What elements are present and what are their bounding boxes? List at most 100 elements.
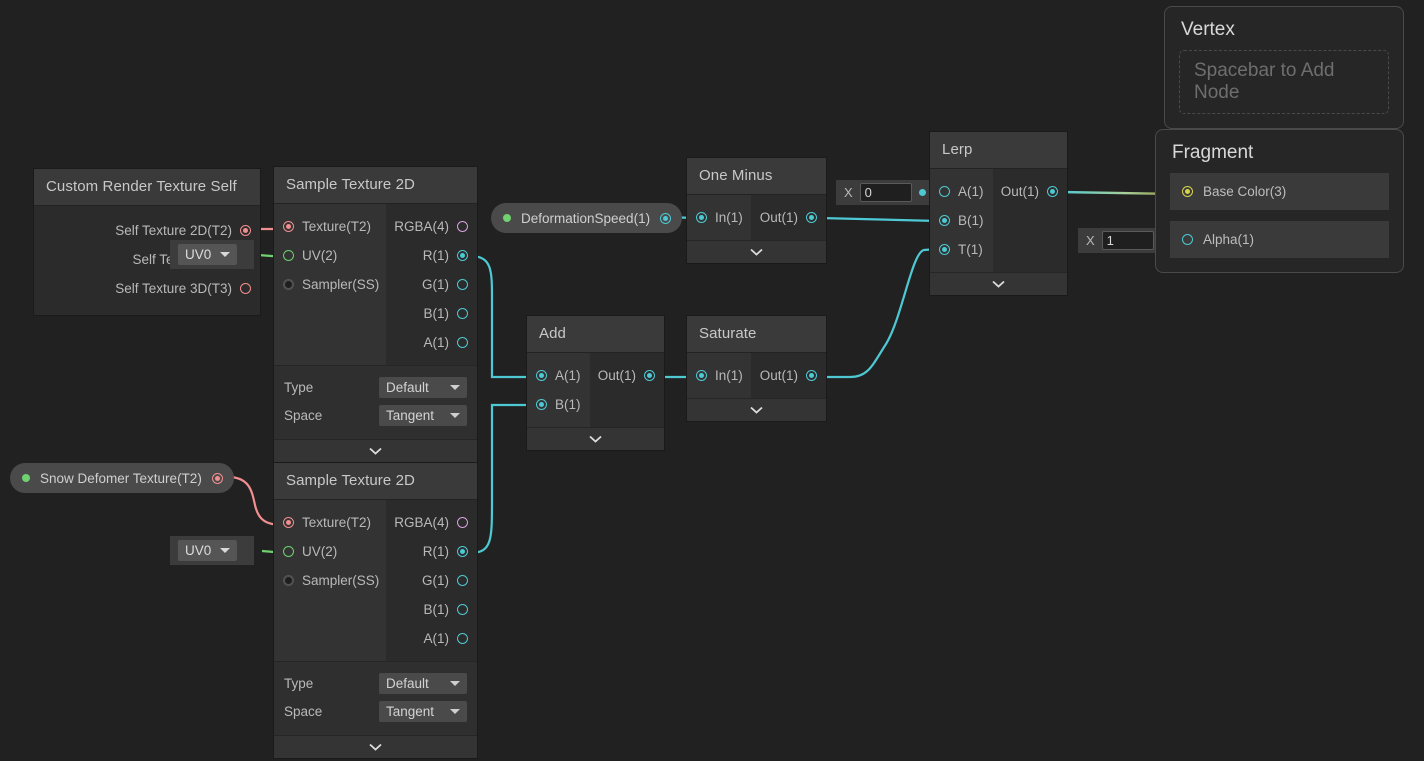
- port-slot-icon[interactable]: [457, 279, 468, 290]
- uv-channel-dropdown[interactable]: UV0: [178, 540, 238, 561]
- port-b[interactable]: B(1): [386, 299, 477, 328]
- node-settings[interactable]: Type Default Space Tangent: [274, 661, 477, 735]
- port-t[interactable]: T(1): [930, 235, 993, 264]
- port-slot-icon[interactable]: [283, 250, 294, 261]
- port-slot-icon[interactable]: [939, 186, 950, 197]
- port-slot-icon[interactable]: [939, 215, 950, 226]
- node-saturate[interactable]: Saturate In(1) Out(1): [686, 315, 827, 422]
- port-slot-icon[interactable]: [283, 279, 294, 290]
- type-dropdown[interactable]: Default: [379, 377, 467, 398]
- port-out[interactable]: Out(1): [751, 203, 826, 232]
- block-base-color[interactable]: Base Color(3): [1170, 173, 1389, 210]
- port-slot-icon[interactable]: [1182, 186, 1193, 197]
- float-output-dot[interactable]: [918, 189, 926, 196]
- port-slot-icon[interactable]: [283, 546, 294, 557]
- port-texture[interactable]: Texture(T2): [274, 212, 386, 241]
- alpha-value-input[interactable]: [1101, 231, 1154, 250]
- node-collapse-toggle[interactable]: [527, 427, 664, 450]
- port-r[interactable]: R(1): [386, 241, 477, 270]
- node-settings[interactable]: Type Default Space Tangent: [274, 365, 477, 439]
- port-g[interactable]: G(1): [386, 566, 477, 595]
- port-slot-icon[interactable]: [240, 283, 251, 294]
- port-slot-icon[interactable]: [457, 604, 468, 615]
- port-b[interactable]: B(1): [386, 595, 477, 624]
- node-add[interactable]: Add A(1) B(1) Out(1): [526, 315, 665, 451]
- port-uv[interactable]: UV(2): [274, 537, 386, 566]
- port-a[interactable]: A(1): [930, 177, 993, 206]
- port-slot-icon[interactable]: [536, 399, 547, 410]
- port-uv[interactable]: UV(2): [274, 241, 386, 270]
- property-deformation-speed[interactable]: DeformationSpeed(1): [491, 203, 683, 233]
- port-out[interactable]: Out(1): [590, 361, 664, 390]
- float-widget-lerp-a[interactable]: X: [836, 180, 932, 205]
- space-dropdown[interactable]: Tangent: [379, 405, 467, 426]
- port-texture[interactable]: Texture(T2): [274, 508, 386, 537]
- port-b[interactable]: B(1): [930, 206, 993, 235]
- port-slot-icon[interactable]: [457, 633, 468, 644]
- port-in[interactable]: In(1): [687, 203, 751, 232]
- port-slot-icon[interactable]: [240, 225, 251, 236]
- port-sampler[interactable]: Sampler(SS): [274, 566, 386, 595]
- port-slot-icon[interactable]: [283, 575, 294, 586]
- node-collapse-toggle[interactable]: [930, 272, 1067, 295]
- setting-type[interactable]: Type Default: [274, 375, 477, 400]
- node-collapse-toggle[interactable]: [274, 439, 477, 462]
- node-collapse-toggle[interactable]: [687, 240, 826, 263]
- uv-channel-dropdown[interactable]: UV0: [178, 244, 238, 265]
- port-g[interactable]: G(1): [386, 270, 477, 299]
- port-self-texture-2d[interactable]: Self Texture 2D(T2): [34, 216, 260, 245]
- port-self-texture-3d[interactable]: Self Texture 3D(T3): [34, 274, 260, 303]
- uv0-widget-bottom[interactable]: UV0: [170, 536, 255, 565]
- uv0-widget-top[interactable]: UV0: [170, 240, 255, 269]
- master-stack-fragment[interactable]: Fragment Base Color(3) Alpha(1): [1155, 129, 1404, 273]
- port-a[interactable]: A(1): [527, 361, 590, 390]
- block-alpha[interactable]: Alpha(1): [1170, 221, 1389, 258]
- port-slot-icon[interactable]: [806, 212, 817, 223]
- setting-space[interactable]: Space Tangent: [274, 403, 477, 428]
- port-rgba[interactable]: RGBA(4): [386, 212, 477, 241]
- node-collapse-toggle[interactable]: [274, 735, 477, 758]
- setting-space[interactable]: Space Tangent: [274, 699, 477, 724]
- port-slot-icon[interactable]: [457, 308, 468, 319]
- node-collapse-toggle[interactable]: [687, 398, 826, 421]
- port-slot-icon[interactable]: [1182, 234, 1193, 245]
- node-sample-texture-2d-a[interactable]: Sample Texture 2D Texture(T2) UV(2) Samp…: [273, 166, 478, 463]
- port-slot-icon[interactable]: [536, 370, 547, 381]
- port-in[interactable]: In(1): [687, 361, 751, 390]
- space-dropdown[interactable]: Tangent: [379, 701, 467, 722]
- port-slot-icon[interactable]: [211, 472, 223, 484]
- port-slot-icon[interactable]: [283, 517, 294, 528]
- type-dropdown[interactable]: Default: [379, 673, 467, 694]
- port-r[interactable]: R(1): [386, 537, 477, 566]
- port-slot-icon[interactable]: [696, 212, 707, 223]
- add-node-hint[interactable]: Spacebar to Add Node: [1179, 50, 1389, 114]
- port-slot-icon[interactable]: [457, 575, 468, 586]
- port-sampler[interactable]: Sampler(SS): [274, 270, 386, 299]
- port-rgba[interactable]: RGBA(4): [386, 508, 477, 537]
- node-custom-render-texture-self[interactable]: Custom Render Texture Self Self Texture …: [33, 168, 261, 316]
- port-slot-icon[interactable]: [644, 370, 655, 381]
- node-sample-texture-2d-b[interactable]: Sample Texture 2D Texture(T2) UV(2) Samp…: [273, 462, 478, 759]
- node-lerp[interactable]: Lerp A(1) B(1) T(1) Out(1): [929, 131, 1068, 296]
- port-slot-icon[interactable]: [1047, 186, 1058, 197]
- port-slot-icon[interactable]: [457, 546, 468, 557]
- property-snow-deformer-texture[interactable]: Snow Defomer Texture(T2): [10, 463, 234, 493]
- port-slot-icon[interactable]: [283, 221, 294, 232]
- setting-type[interactable]: Type Default: [274, 671, 477, 696]
- port-slot-icon[interactable]: [939, 244, 950, 255]
- port-slot-icon[interactable]: [457, 337, 468, 348]
- port-out[interactable]: Out(1): [751, 361, 826, 390]
- port-a[interactable]: A(1): [386, 328, 477, 357]
- port-a[interactable]: A(1): [386, 624, 477, 653]
- port-slot-icon[interactable]: [457, 517, 468, 528]
- port-b[interactable]: B(1): [527, 390, 590, 419]
- node-one-minus[interactable]: One Minus In(1) Out(1): [686, 157, 827, 264]
- lerp-a-value-input[interactable]: [859, 183, 912, 202]
- port-slot-icon[interactable]: [457, 221, 468, 232]
- master-stack-vertex[interactable]: Vertex Spacebar to Add Node: [1164, 6, 1404, 129]
- port-slot-icon[interactable]: [696, 370, 707, 381]
- port-slot-icon[interactable]: [457, 250, 468, 261]
- port-slot-icon[interactable]: [806, 370, 817, 381]
- port-out[interactable]: Out(1): [993, 177, 1067, 206]
